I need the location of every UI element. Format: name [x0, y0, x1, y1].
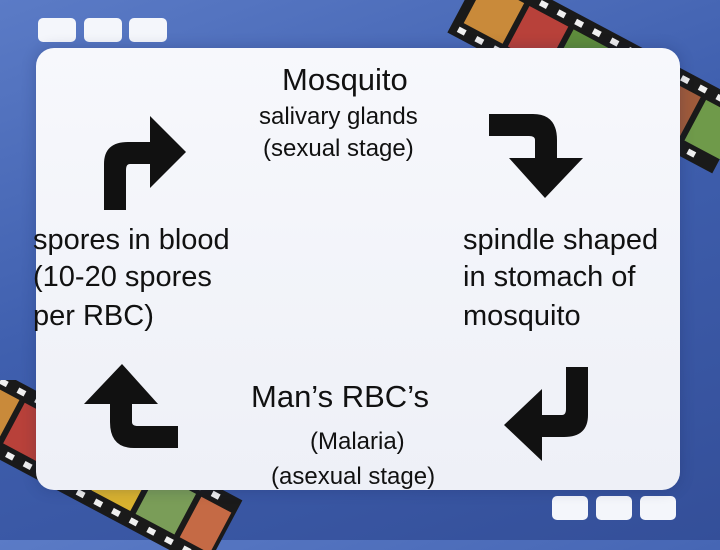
- deco-tab-2: [84, 18, 122, 42]
- curved-arrow-right-down-icon: [489, 114, 583, 198]
- node-bottom-line1: (Malaria): [310, 428, 405, 455]
- node-top-line2: (sexual stage): [263, 135, 414, 162]
- node-right-line1: spindle shaped: [463, 224, 659, 256]
- node-left-line3: per RBC): [33, 300, 154, 332]
- node-right-line2: in stomach of: [463, 261, 636, 293]
- node-left-line1: spores in blood: [33, 224, 230, 256]
- node-right-line3: mosquito: [463, 300, 581, 332]
- curved-arrow-up-right-icon: [104, 116, 186, 210]
- node-left-line2: (10-20 spores: [33, 261, 212, 293]
- node-top-title: Mosquito: [282, 62, 408, 97]
- deco-tab-5: [596, 496, 632, 520]
- node-bottom-title: Man’s RBC’s: [251, 379, 430, 414]
- curved-arrow-left-up-icon: [84, 364, 178, 448]
- curved-arrow-down-left-icon: [504, 367, 588, 461]
- node-bottom-line2: (asexual stage): [271, 463, 436, 490]
- node-top-line1: salivary glands: [259, 103, 418, 130]
- deco-tab-4: [552, 496, 588, 520]
- deco-tab-6: [640, 496, 676, 520]
- deco-tab-1: [38, 18, 76, 42]
- deco-tab-3: [129, 18, 167, 42]
